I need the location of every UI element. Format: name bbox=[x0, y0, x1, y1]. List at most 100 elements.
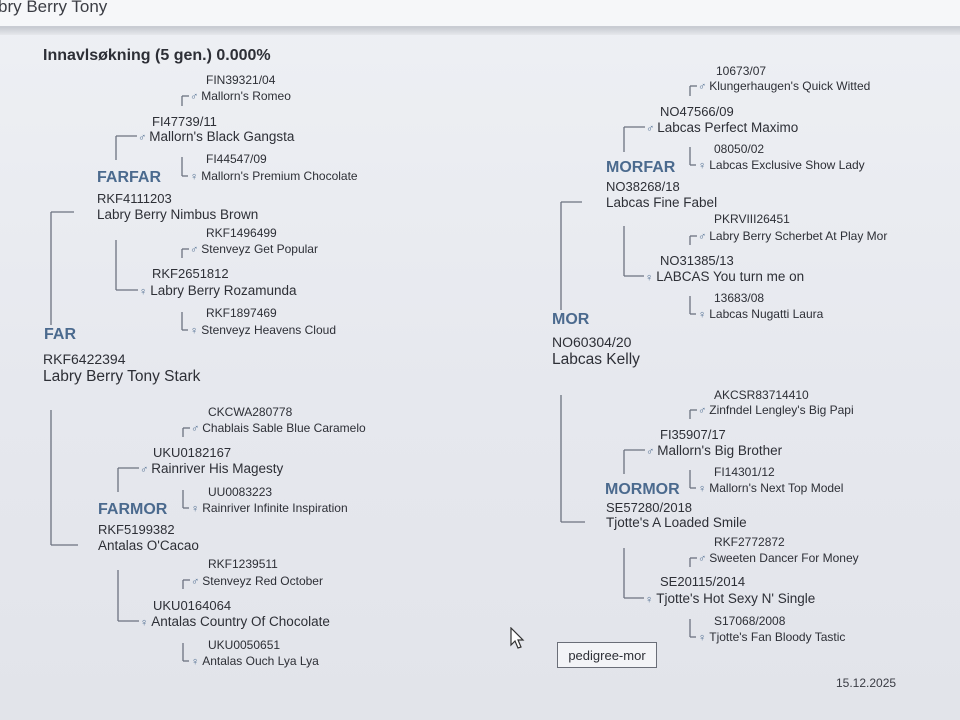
morfar-mf-row: ♂Labry Berry Scherbet At Play Mor bbox=[698, 229, 887, 243]
mormor-fm-reg: FI14301/12 bbox=[714, 465, 775, 479]
mormor-dam-name: Tjotte's Hot Sexy N' Single bbox=[656, 591, 816, 606]
farfar-sire-name: Mallorn's Black Gangsta bbox=[149, 129, 295, 144]
morfar-mm-reg: 13683/08 bbox=[714, 291, 765, 305]
farmor-sire-name: Rainriver His Magesty bbox=[151, 461, 284, 476]
farfar-ff-name: Mallorn's Romeo bbox=[201, 89, 291, 103]
female-icon: ♀ bbox=[698, 632, 707, 644]
female-icon: ♀ bbox=[191, 656, 200, 668]
farmor-ff-reg: CKCWA280778 bbox=[208, 405, 293, 419]
female-icon: ♀ bbox=[698, 160, 707, 172]
female-icon: ♀ bbox=[698, 483, 707, 495]
morfar-mf-name: Labry Berry Scherbet At Play Mor bbox=[709, 229, 888, 243]
mormor-mf-reg: RKF2772872 bbox=[714, 535, 785, 549]
male-icon: ♂ bbox=[191, 423, 200, 435]
mor-reg-number: NO60304/20 bbox=[552, 334, 632, 350]
mormor-mm-name: Tjotte's Fan Bloody Tastic bbox=[709, 630, 846, 644]
mouse-cursor-icon bbox=[510, 627, 525, 649]
farfar-mf-reg: RKF1496499 bbox=[206, 226, 277, 240]
morfar-role-label: MORFAR bbox=[606, 159, 676, 176]
inbreeding-coefficient: Innavlsøkning (5 gen.) 0.000% bbox=[43, 47, 271, 64]
male-icon: ♂ bbox=[698, 405, 707, 417]
mormor-role-label: MORMOR bbox=[605, 481, 680, 498]
morfar-sire-reg: NO47566/09 bbox=[660, 104, 734, 119]
mormor-sire-reg: FI35907/17 bbox=[660, 427, 726, 442]
farfar-sire-row: ♂Mallorn's Black Gangsta bbox=[138, 129, 294, 144]
farmor-sire-reg: UKU0182167 bbox=[153, 445, 232, 460]
farfar-dam-name: Labry Berry Rozamunda bbox=[150, 283, 297, 298]
female-icon: ♀ bbox=[191, 503, 200, 515]
male-icon: ♂ bbox=[190, 244, 199, 256]
male-icon: ♂ bbox=[191, 576, 200, 588]
farfar-mf-row: ♂Stenveyz Get Popular bbox=[190, 242, 318, 256]
mormor-dam-row: ♀Tjotte's Hot Sexy N' Single bbox=[645, 591, 815, 606]
mor-role-label: MOR bbox=[552, 311, 590, 328]
far-name: Labry Berry Tony Stark bbox=[43, 368, 201, 385]
farfar-role-label: FARFAR bbox=[97, 169, 161, 186]
farmor-mf-reg: RKF1239511 bbox=[208, 557, 278, 571]
farmor-name: Antalas O'Cacao bbox=[98, 538, 199, 553]
morfar-name: Labcas Fine Fabel bbox=[606, 195, 718, 210]
farmor-mm-name: Antalas Ouch Lya Lya bbox=[202, 654, 319, 668]
farfar-sire-reg: FI47739/11 bbox=[152, 114, 217, 129]
farfar-dam-row: ♀Labry Berry Rozamunda bbox=[139, 283, 297, 298]
window-title: bry Berry Tony bbox=[0, 0, 108, 16]
female-icon: ♀ bbox=[139, 286, 148, 298]
farmor-role-label: FARMOR bbox=[98, 501, 168, 518]
print-date: 15.12.2025 bbox=[836, 676, 897, 690]
mormor-fm-row: ♀Mallorn's Next Top Model bbox=[698, 481, 843, 495]
mor-name: Labcas Kelly bbox=[552, 351, 640, 368]
mormor-ff-row: ♂Zinfndel Lengley's Big Papi bbox=[698, 403, 854, 417]
male-icon: ♂ bbox=[698, 81, 707, 93]
morfar-dam-row: ♀LABCAS You turn me on bbox=[645, 269, 804, 284]
morfar-fm-row: ♀Labcas Exclusive Show Lady bbox=[698, 158, 865, 172]
female-icon: ♀ bbox=[190, 325, 199, 337]
mormor-ff-reg: AKCSR83714410 bbox=[714, 388, 809, 402]
male-icon: ♂ bbox=[138, 132, 147, 144]
mormor-name: Tjotte's A Loaded Smile bbox=[606, 515, 747, 530]
farmor-mf-row: ♂Stenveyz Red October bbox=[191, 574, 323, 588]
farfar-mf-name: Stenveyz Get Popular bbox=[201, 242, 318, 256]
pedigree-mor-button[interactable]: pedigree-mor bbox=[557, 642, 657, 668]
mormor-fm-name: Mallorn's Next Top Model bbox=[709, 481, 844, 495]
farfar-mm-name: Stenveyz Heavens Cloud bbox=[201, 323, 336, 337]
mormor-dam-reg: SE20115/2014 bbox=[660, 574, 746, 589]
window-frame-border bbox=[0, 27, 960, 35]
farmor-dam-row: ♀Antalas Country Of Chocolate bbox=[140, 614, 330, 629]
morfar-dam-name: LABCAS You turn me on bbox=[656, 269, 805, 284]
mormor-reg-number: SE57280/2018 bbox=[606, 500, 693, 515]
farmor-dam-name: Antalas Country Of Chocolate bbox=[151, 614, 330, 629]
female-icon: ♀ bbox=[645, 272, 654, 284]
female-icon: ♀ bbox=[645, 594, 654, 606]
mormor-mf-row: ♂Sweeten Dancer For Money bbox=[698, 551, 859, 565]
morfar-ff-reg: 10673/07 bbox=[716, 64, 767, 78]
female-icon: ♀ bbox=[698, 309, 707, 321]
mormor-sire-row: ♂Mallorn's Big Brother bbox=[646, 443, 782, 458]
farmor-mf-name: Stenveyz Red October bbox=[202, 574, 323, 588]
farmor-fm-reg: UU0083223 bbox=[208, 485, 273, 499]
mormor-mm-row: ♀Tjotte's Fan Bloody Tastic bbox=[698, 630, 845, 644]
farmor-fm-row: ♀Rainriver Infinite Inspiration bbox=[191, 501, 348, 515]
far-role-label: FAR bbox=[44, 326, 76, 343]
mormor-ff-name: Zinfndel Lengley's Big Papi bbox=[709, 403, 854, 417]
farmor-reg-number: RKF5199382 bbox=[98, 522, 175, 537]
mormor-mm-reg: S17068/2008 bbox=[714, 614, 786, 628]
male-icon: ♂ bbox=[646, 123, 655, 135]
morfar-dam-reg: NO31385/13 bbox=[660, 253, 734, 268]
farmor-ff-name: Chablais Sable Blue Caramelo bbox=[202, 421, 366, 435]
mormor-mf-name: Sweeten Dancer For Money bbox=[709, 551, 859, 565]
morfar-reg-number: NO38268/18 bbox=[606, 179, 680, 194]
farfar-mm-reg: RKF1897469 bbox=[206, 306, 277, 320]
male-icon: ♂ bbox=[698, 553, 707, 565]
farfar-fm-row: ♀Mallorn's Premium Chocolate bbox=[190, 169, 358, 183]
farmor-mm-row: ♀Antalas Ouch Lya Lya bbox=[191, 654, 319, 668]
morfar-mf-reg: PKRVIII26451 bbox=[714, 212, 790, 226]
morfar-sire-row: ♂Labcas Perfect Maximo bbox=[646, 120, 798, 135]
male-icon: ♂ bbox=[190, 91, 199, 103]
morfar-mm-name: Labcas Nugatti Laura bbox=[709, 307, 824, 321]
farfar-reg-number: RKF4111203 bbox=[97, 191, 172, 206]
farmor-ff-row: ♂Chablais Sable Blue Caramelo bbox=[191, 421, 366, 435]
farmor-dam-reg: UKU0164064 bbox=[153, 598, 232, 613]
farmor-sire-row: ♂Rainriver His Magesty bbox=[140, 461, 283, 476]
farfar-fm-reg: FI44547/09 bbox=[206, 152, 267, 166]
